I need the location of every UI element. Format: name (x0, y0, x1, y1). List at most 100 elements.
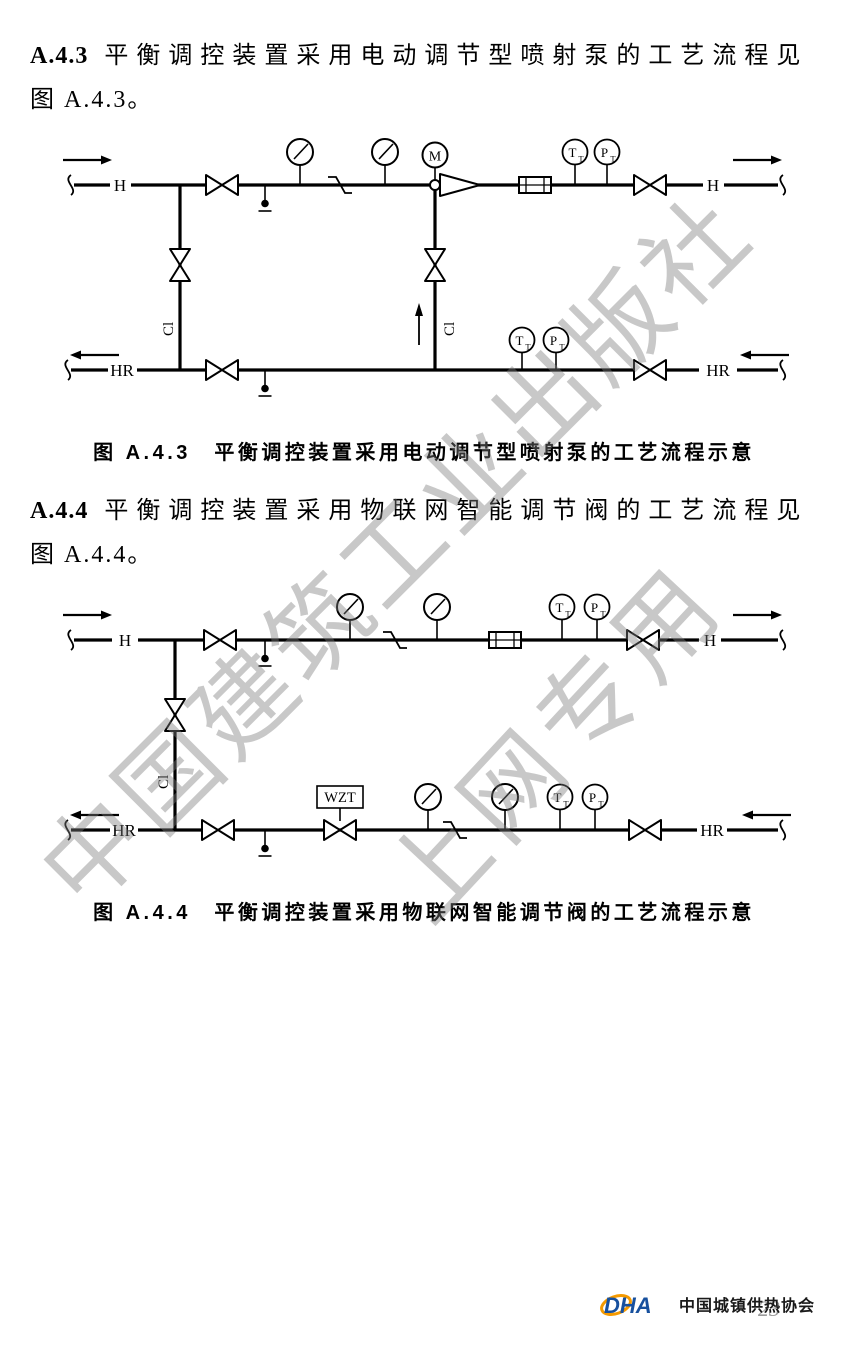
shutoff-valve-icon (633, 174, 667, 196)
flow-out-arrow (731, 154, 784, 166)
clause-text: 平衡调控装置采用电动调节型喷射泵的工艺流程见 (104, 43, 809, 69)
gauge-icon (491, 783, 519, 811)
temp-sensor: T T (546, 783, 574, 830)
drain-point-icon (257, 369, 273, 397)
temp-sensor-sub: T (563, 799, 569, 809)
shutoff-valve-icon (633, 359, 667, 381)
temp-sensor-label: T (516, 333, 524, 348)
gauge-icon (371, 138, 399, 166)
motor-label: M (429, 150, 442, 165)
supply-label: H (704, 631, 716, 650)
supply-label: H (114, 176, 126, 195)
shutoff-valve-icon (628, 819, 662, 841)
dha-logo-text: DHA (604, 1293, 652, 1318)
drain-point-icon (257, 829, 273, 857)
page-number: 23 (758, 1296, 780, 1321)
clause-text: 平衡调控装置采用物联网智能调节阀的工艺流程见 (104, 498, 809, 524)
footer: 23 DHA 中国城镇供热协会 (600, 1284, 840, 1332)
flow-out-arrow (731, 609, 784, 621)
jet-pump-icon (439, 173, 481, 197)
pressure-sensor: P T (542, 326, 570, 370)
pressure-gauge (371, 138, 399, 185)
motor: M (421, 141, 449, 180)
shutoff-valve-icon (626, 629, 660, 651)
figure-caption-a43: 图 A.4.3 平衡调控装置采用电动调节型喷射泵的工艺流程示意 (93, 442, 755, 464)
section-heading-a43: A.4.3 平衡调控装置采用电动调节型喷射泵的工艺流程见 图 A.4.3。 (30, 34, 826, 122)
pressure-sensor-sub: T (559, 342, 565, 352)
flow-in-arrow (61, 609, 114, 621)
pipe-break-icon (779, 359, 787, 381)
clause-line-2: 图 A.4.3。 (30, 87, 154, 113)
temp-sensor-label: T (556, 600, 564, 615)
temp-sensor-sub: T (525, 342, 531, 352)
pipe-break-icon (67, 174, 75, 196)
pressure-sensor: P T (581, 783, 609, 830)
pipe-break-icon (64, 819, 72, 841)
figure-a43-diagram: M T T P T T T P T (61, 138, 791, 397)
temp-sensor-sub: T (578, 154, 584, 164)
temp-sensor: T T (561, 138, 589, 185)
bypass-valve-icon (164, 698, 186, 732)
pipe-break-icon (779, 174, 787, 196)
supply-label: H (119, 631, 131, 650)
smart-control-valve: WZT (316, 785, 364, 841)
bypass-valve-icon (169, 248, 191, 282)
pressure-sensor-label: P (601, 145, 608, 160)
flow-out-arrow (68, 809, 121, 821)
flow-meter-icon (518, 176, 552, 194)
pipe-break-icon (64, 359, 72, 381)
pressure-sensor-sub: T (600, 609, 606, 619)
bypass-label: Cl (161, 322, 177, 336)
return-label: HR (112, 821, 136, 840)
return-label: HR (110, 361, 134, 380)
association-name: 中国城镇供热协会 (679, 1298, 816, 1315)
gauge-icon (286, 138, 314, 166)
section-heading-a44: A.4.4 平衡调控装置采用物联网智能调节阀的工艺流程见 图 A.4.4。 (30, 489, 826, 577)
pressure-sensor: P T (593, 138, 621, 185)
pipe-break-icon (779, 629, 787, 651)
bypass-label: Cl (156, 775, 172, 789)
bypass-valve-icon (424, 248, 446, 282)
drain-point-icon (257, 639, 273, 667)
gauge-icon (423, 593, 451, 621)
drain-point-icon (257, 184, 273, 212)
clause-line-1: A.4.3 平衡调控装置采用电动调节型喷射泵的工艺流程见 (30, 34, 826, 78)
figure-caption-a44: 图 A.4.4 平衡调控装置采用物联网智能调节阀的工艺流程示意 (93, 902, 755, 924)
gauge-icon (336, 593, 364, 621)
pressure-sensor-label: P (550, 333, 557, 348)
control-valve-icon (323, 819, 357, 841)
association-logo: DHA 中国城镇供热协会 (600, 1284, 815, 1324)
temp-sensor-label: T (554, 790, 562, 805)
return-label: HR (706, 361, 730, 380)
bypass-label: Cl (442, 322, 458, 336)
flow-in-arrow (61, 154, 114, 166)
clause-line-1: A.4.4 平衡调控装置采用物联网智能调节阀的工艺流程见 (30, 489, 826, 533)
pressure-gauge (336, 593, 364, 640)
flow-in-arrow (740, 809, 793, 821)
pipe-break-icon (67, 629, 75, 651)
gauge-icon (414, 783, 442, 811)
flow-out-arrow (68, 349, 121, 361)
clause-line-2: 图 A.4.4。 (30, 542, 154, 568)
pressure-sensor: P T (583, 593, 611, 640)
figure-a44-diagram: WZT T T P T T T P T H H HR HR (61, 593, 793, 857)
shutoff-valve-icon (205, 359, 239, 381)
clause-number: A.4.4 (30, 498, 89, 524)
pressure-sensor-label: P (589, 790, 596, 805)
shutoff-valve-icon (203, 629, 237, 651)
wzt-label: WZT (324, 790, 356, 806)
temp-sensor: T T (508, 326, 536, 370)
flow-meter-icon (488, 631, 522, 649)
shutoff-valve-icon (201, 819, 235, 841)
return-label: HR (700, 821, 724, 840)
flow-direction-arrow-up (415, 303, 423, 345)
temp-sensor: T T (548, 593, 576, 640)
ejector-inlet-icon (429, 179, 441, 191)
supply-label: H (707, 176, 719, 195)
pressure-gauge (414, 783, 442, 830)
pipe-break-icon (779, 819, 787, 841)
flow-in-arrow (738, 349, 791, 361)
clause-number: A.4.3 (30, 43, 89, 69)
pressure-sensor-sub: T (610, 154, 616, 164)
pressure-sensor-label: P (591, 600, 598, 615)
